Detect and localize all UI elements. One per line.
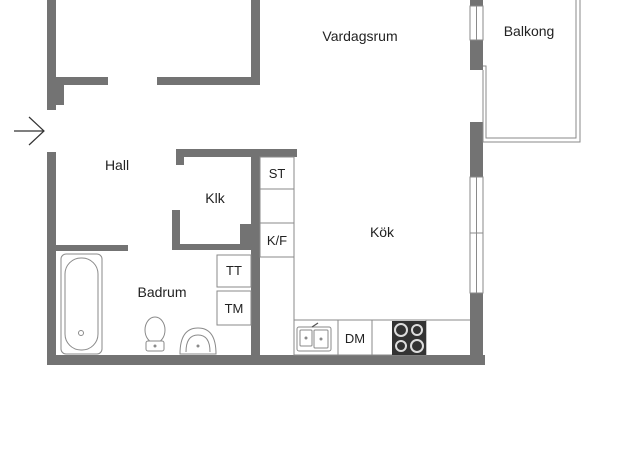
bathroom-sink-icon	[179, 327, 217, 355]
kitchen-sink-icon	[296, 322, 332, 352]
bathtub-icon	[60, 253, 103, 355]
cooktop-icon	[392, 321, 426, 355]
fixture-label-stove: ST	[269, 166, 286, 181]
toilet-icon	[144, 316, 166, 352]
room-label-bathroom: Badrum	[137, 284, 186, 300]
fixture-label-fridge-freezer: K/F	[267, 233, 287, 248]
fixture-label-dryer: TT	[226, 263, 242, 278]
room-label-hall: Hall	[105, 157, 129, 173]
thin-lines	[216, 0, 581, 356]
room-label-kitchen: Kök	[370, 224, 395, 240]
fixture-label-washer: TM	[225, 301, 244, 316]
walls	[47, 0, 485, 365]
fixture-label-dishwasher: DM	[345, 331, 365, 346]
room-label-closet: Klk	[205, 190, 225, 206]
room-label-balcony: Balkong	[504, 23, 555, 39]
entrance-arrow-icon	[14, 116, 45, 146]
room-label-living-room: Vardagsrum	[322, 28, 397, 44]
